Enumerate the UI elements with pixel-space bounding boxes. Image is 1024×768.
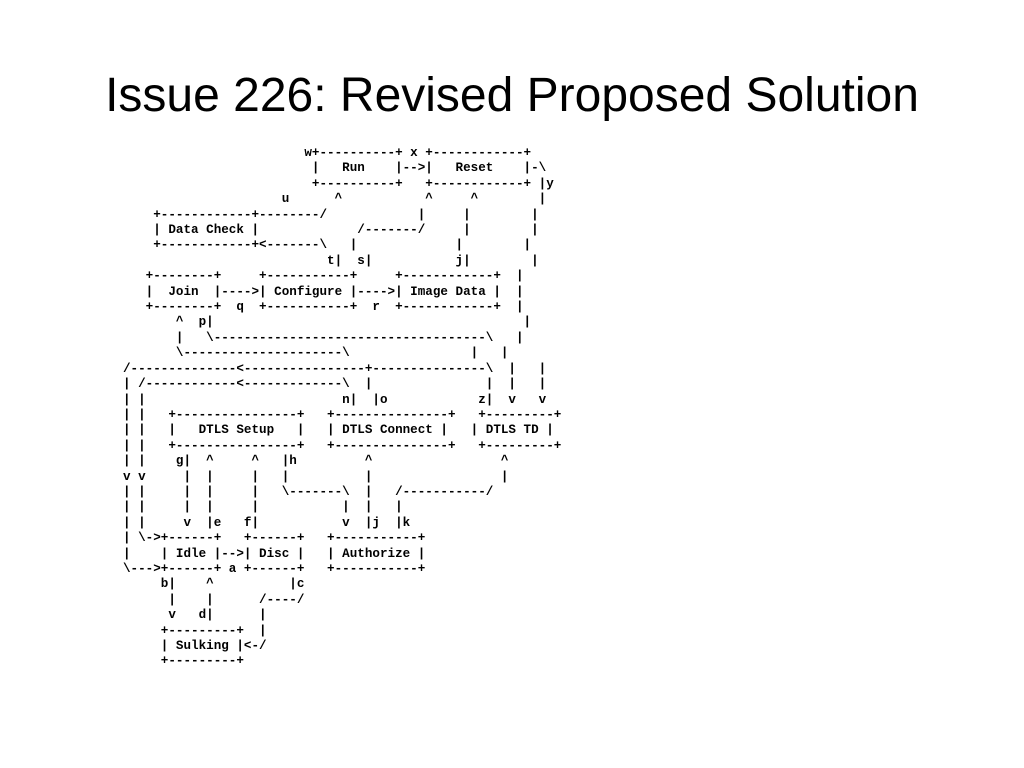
diagram-line: | | g| ^ ^ |h ^ ^ [123, 454, 509, 469]
diagram-line: /--------------<----------------+-------… [123, 361, 547, 376]
diagram-line: | Data Check | /-------/ | | [123, 223, 539, 238]
diagram-line: +---------+ | [123, 623, 267, 638]
diagram-line: b| ^ |c [123, 577, 305, 592]
diagram-line: | Run |-->| Reset |-\ [123, 161, 547, 176]
state-machine-ascii-diagram: w+----------+ x +------------+ | Run |--… [123, 146, 561, 670]
diagram-line: \---------------------\ | | [123, 346, 509, 361]
diagram-line: w+----------+ x +------------+ [123, 146, 532, 160]
diagram-line: \--->+------+ a +------+ +-----------+ [123, 561, 426, 576]
diagram-line: u ^ ^ ^ | [123, 192, 547, 207]
diagram-line: +------------+<-------\ | | | [123, 238, 532, 253]
diagram-line: +--------+ +-----------+ +------------+ … [123, 269, 524, 284]
diagram-line: | | Idle |-->| Disc | | Authorize | [123, 546, 426, 561]
diagram-line: | \------------------------------------\… [123, 330, 524, 345]
diagram-line: v v | | | | | | [123, 469, 509, 484]
diagram-line: | | | | | | | | [123, 500, 403, 515]
diagram-line: | | +----------------+ +---------------+… [123, 407, 562, 422]
diagram-line: | | +----------------+ +---------------+… [123, 438, 562, 453]
diagram-line: | | | | | \-------\ | /-----------/ [123, 484, 494, 499]
diagram-line: ^ p| | [123, 315, 532, 330]
diagram-line: | Sulking |<-/ [123, 639, 267, 653]
slide-title: Issue 226: Revised Proposed Solution [105, 69, 919, 122]
diagram-line: | | | DTLS Setup | | DTLS Connect | | DT… [123, 423, 554, 438]
diagram-line: +--------+ q +-----------+ r +----------… [123, 300, 524, 315]
diagram-line: | | /----/ [123, 592, 305, 607]
diagram-line: +----------+ +------------+ |y [123, 176, 554, 191]
diagram-line: | | n| |o z| v v [123, 392, 547, 407]
diagram-line: | /------------<-------------\ | | | | [123, 377, 547, 392]
diagram-line: | | v |e f| v |j |k [123, 515, 411, 530]
diagram-line: v d| | [123, 608, 267, 623]
diagram-line: +------------+--------/ | | | [123, 207, 539, 222]
diagram-line: | \->+------+ +------+ +-----------+ [123, 531, 426, 546]
diagram-line: t| s| j| | [123, 253, 539, 268]
diagram-line: +---------+ [123, 654, 244, 669]
diagram-line: | Join |---->| Configure |---->| Image D… [123, 284, 524, 299]
